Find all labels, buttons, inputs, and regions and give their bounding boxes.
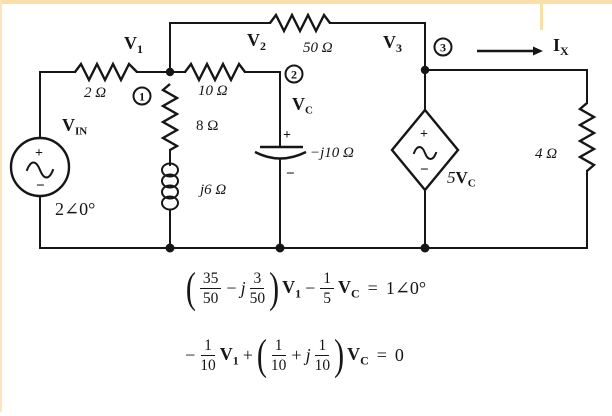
numerator: 35 [199,270,222,290]
current-label-ix: IX [553,35,569,58]
page-border-top [0,0,612,4]
eq1-rparen: ) [269,264,280,313]
capacitor-symbol [254,145,307,160]
eq2-plus: + [242,345,253,366]
resistor-4ohm-symbol [577,102,597,172]
resistor-8ohm-label: 8 Ω [196,118,218,134]
circuit-diagram: + − + − + − 1 2 3 V1 V2 V3 IX [9,12,597,253]
eq2-rparen: ) [334,331,345,380]
junction-dots [165,65,430,253]
dependent-source-minus-sign: − [420,162,429,178]
denominator: 50 [202,290,219,308]
denominator: 10 [270,357,287,375]
resistor-2ohm-symbol [74,61,138,83]
eq1-j: j [240,278,246,299]
eq2-rhs: 0 [394,345,404,366]
eq1-vc-term: VC [338,277,360,302]
resistor-2ohm-label: 2 Ω [84,85,106,101]
eq1-equals: = [367,278,378,299]
eq1-vc-sub: C [350,286,360,301]
eq1-lparen: ( [185,264,196,313]
resistor-10ohm-label: 10 Ω [198,83,228,99]
node-badge-3: 3 [433,37,453,57]
eq1-minus: − [226,278,237,299]
page-border-left [0,0,2,412]
svg-text:2: 2 [291,68,297,82]
capacitor-value-label: −j10 Ω [310,145,354,161]
denominator: 10 [200,357,216,375]
eq2-v1-term: V1 [220,344,239,369]
source-plus-sign: + [35,146,43,161]
resistor-50ohm-label: 50 Ω [303,40,333,56]
node-label-v3: V3 [383,32,402,55]
page-border-right-fragment [540,0,543,30]
sine-wave-icon [25,161,55,179]
inductor-j6-symbol [161,162,179,211]
source-minus-sign: − [36,178,45,194]
dependent-source-label: 5VC [447,168,476,190]
source-name-label: VIN [62,115,87,138]
eq1-vc-base: V [337,276,351,297]
eq1-v1-base: V [282,276,296,297]
capacitor-voltage-label: VC [292,94,313,117]
numerator: 1 [320,270,334,290]
denominator: 50 [249,290,266,308]
eq2-plus2: + [291,345,302,366]
circuit-wires [39,22,588,249]
current-arrow-ix [477,46,543,56]
eq1-minus2: − [305,278,316,299]
dependent-source-plus-sign: + [420,127,428,142]
resistor-50ohm-symbol [269,12,331,34]
eq2-equals: = [376,345,387,366]
voltage-source-symbol [9,136,71,198]
eq1-v1-term: V1 [282,277,301,302]
eq2-lparen: ( [256,331,267,380]
eq2-v1-base: V [219,343,233,364]
sine-wave-icon [412,146,438,160]
node-label-v1: V1 [124,33,143,56]
numerator: 1 [315,337,330,357]
resistor-10ohm-symbol [184,61,246,83]
resistor-8ohm-symbol [160,83,180,152]
denominator: 10 [314,357,331,375]
eq2-vc-term: VC [347,344,369,369]
eq1-v1-sub: 1 [295,286,302,301]
eq2-j: j [305,345,311,366]
eq2-v1-sub: 1 [232,353,239,368]
eq1-rhs: 1∠0° [385,278,427,299]
svg-text:3: 3 [440,41,446,55]
node-badge-1: 1 [132,86,152,106]
numerator: 3 [250,270,265,290]
numerator: 1 [271,337,286,357]
eq2-minus: − [185,345,196,366]
svg-text:1: 1 [139,90,145,104]
dependent-source-symbol [390,108,460,192]
numerator: 1 [201,337,215,357]
resistor-4ohm-label: 4 Ω [535,146,557,162]
source-value-label: 2∠0° [55,199,95,219]
denominator: 5 [323,290,331,308]
capacitor-plus-sign: + [283,128,291,143]
eq2-vc-sub: C [360,353,369,368]
eq2-vc-base: V [347,343,361,364]
inductor-j6-label: j6 Ω [198,182,226,198]
node-label-v2: V2 [247,30,266,53]
node-badge-2: 2 [284,64,304,84]
capacitor-minus-sign: − [286,166,295,182]
